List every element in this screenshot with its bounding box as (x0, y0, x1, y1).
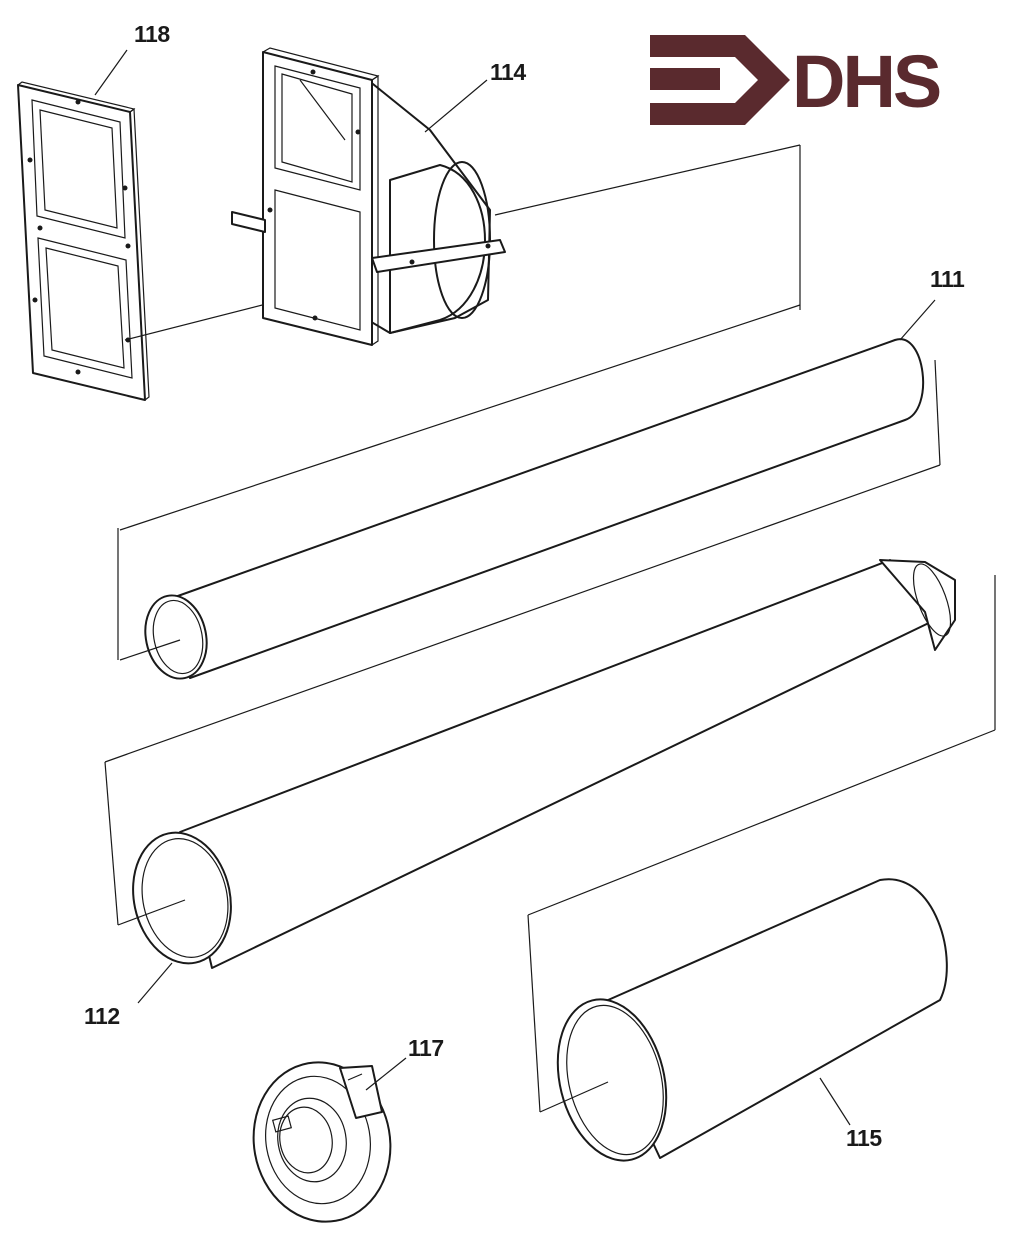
part-118-gasket-plate: 118 (17, 21, 171, 401)
part-115-tube: 115 (539, 878, 948, 1162)
label-118: 118 (134, 21, 170, 47)
part-111-tube: 111 (119, 266, 966, 680)
label-117: 117 (408, 1035, 444, 1061)
part-117-tape-roll: 117 (252, 1035, 444, 1223)
label-111: 111 (930, 266, 965, 292)
label-115: 115 (846, 1125, 882, 1151)
part-114-fan-housing: 114 (231, 47, 527, 346)
label-112: 112 (84, 1003, 120, 1029)
logo-arrow-mark (650, 35, 790, 125)
label-114: 114 (490, 59, 526, 85)
logo-wordmark: DHS (792, 40, 940, 123)
part-112-tube: 112 (84, 559, 956, 1029)
dhs-logo: DHS (650, 35, 943, 125)
